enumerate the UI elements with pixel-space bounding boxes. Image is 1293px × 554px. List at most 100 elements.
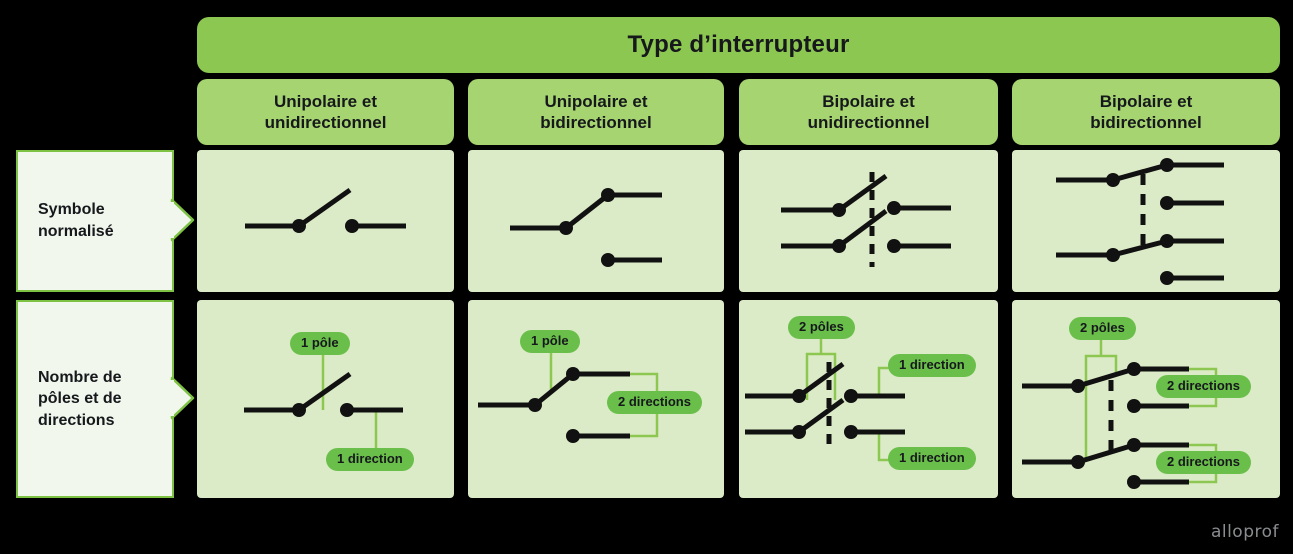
terminal-node-throw-bottom [844,425,858,439]
column-header-line2: unidirectionnel [807,113,930,132]
symbol-cell-dpdt [1012,150,1280,292]
terminal-node-throw [345,219,359,233]
switch-blade-top [797,361,845,399]
symbol-cell-spdt [468,150,724,292]
row-label-line3: directions [38,411,115,429]
terminal-node-throw [340,403,354,417]
row-label-symbole-normalise: Symbole normalisé [16,150,174,292]
terminal-node-throw-bottom-1 [1160,234,1174,248]
row-label-line1: Symbole [38,201,105,219]
connector-direction-top [877,366,891,396]
pill-1-direction-bottom: 1 direction [888,447,976,471]
switch-blade-top [1112,162,1168,183]
terminal-node-throw-top-2 [1160,196,1174,210]
column-header-line1: Unipolaire et [274,91,377,111]
switch-blade-bottom [1077,442,1135,465]
terminal-node-pivot-top [792,389,806,403]
terminal-node-pivot-bottom [1071,455,1085,469]
switch-blade-top [837,173,888,213]
pill-2-directions: 2 directions [607,391,702,415]
switch-blade-bottom [1112,238,1168,258]
annotated-cell-dpdt: 2 pôles 2 directions 2 directions [1012,300,1280,498]
row-label-line1: Nombre de [38,368,122,386]
switch-symbol-spdt [510,188,662,267]
pill-1-pole: 1 pôle [290,332,350,356]
row-label-nombre-poles-directions: Nombre de pôles et de directions [16,300,174,498]
terminal-node-pivot-bottom [832,239,846,253]
switch-blade [533,372,575,407]
terminal-node-pivot-bottom [792,425,806,439]
column-header-line1: Bipolaire et [822,91,915,111]
symbol-cell-dpst [739,150,998,292]
column-header-unipolaire-bidirectionnel: Unipolaire et bidirectionnel [468,79,724,145]
pill-1-pole: 1 pôle [520,330,580,354]
terminal-node-throw-top [566,367,580,381]
terminal-node-pivot-top [832,203,846,217]
column-header-line2: bidirectionnel [540,113,652,132]
pill-2-poles: 2 pôles [1069,317,1136,341]
column-header-line2: unidirectionnel [264,113,387,132]
terminal-node-throw-top [844,389,858,403]
row-label-pointer-icon [168,198,195,242]
row-label-pointer-icon [168,376,195,420]
pill-2-directions-bottom: 2 directions [1156,451,1251,475]
column-header-line1: Bipolaire et [1099,91,1193,111]
terminal-node-throw-bottom-1 [1127,438,1141,452]
column-header-text: Unipolaire et bidirectionnel [540,91,651,134]
switch-symbol-dpdt [1056,158,1224,285]
terminal-node-pivot [559,221,573,235]
switch-symbol-spst [245,187,406,233]
terminal-node-throw-top-1 [1160,158,1174,172]
diagram-title: Type d’interrupteur [627,31,850,58]
row-label-line2: normalisé [38,223,114,240]
column-header-unipolaire-unidirectionnel: Unipolaire et unidirectionnel [197,79,454,145]
terminal-node-throw-bottom-2 [1160,271,1174,285]
switch-blade [297,187,352,229]
pill-1-direction: 1 direction [326,448,414,472]
symbol-cell-spst [197,150,454,292]
terminal-node-pivot-bottom [1106,248,1120,262]
connector-direction-bottom [877,432,891,462]
terminal-node-pivot [528,398,542,412]
alloprof-logo: alloprof [1210,522,1279,542]
column-header-bipolaire-bidirectionnel: Bipolaire et bidirectionnel [1012,79,1280,145]
terminal-node-throw-bottom-2 [1127,475,1141,489]
annotated-switch-dpst [745,338,905,462]
annotated-switch-spdt [478,352,668,443]
terminal-node-throw-top [601,188,615,202]
terminal-node-throw-top [887,201,901,215]
column-header-text: Unipolaire et unidirectionnel [265,91,387,134]
annotated-cell-spst: 1 pôle 1 direction [197,300,454,498]
switch-blade-top [1077,366,1135,389]
switch-blade-bottom [837,208,888,249]
terminal-node-pivot-top [1106,173,1120,187]
terminal-node-throw-bottom [601,253,615,267]
terminal-node-pivot [292,219,306,233]
switch-blade [564,193,610,230]
terminal-node-throw-top-2 [1127,399,1141,413]
pill-1-direction-top: 1 direction [888,354,976,378]
diagram-title-banner: Type d’interrupteur [197,17,1280,73]
annotated-switch-dpdt [1022,338,1218,489]
row-label-line2: pôles et de [38,390,122,408]
terminal-node-pivot [292,403,306,417]
column-header-text: Bipolaire et unidirectionnel [808,91,930,134]
column-header-text: Bipolaire et bidirectionnel [1090,91,1201,134]
annotated-cell-spdt: 1 pôle 2 directions [468,300,724,498]
terminal-node-throw-bottom [566,429,580,443]
column-header-line1: Unipolaire et [544,91,648,111]
row-label-text: Nombre de pôles et de directions [18,367,122,432]
row-label-text: Symbole normalisé [18,199,114,242]
column-header-bipolaire-unidirectionnel: Bipolaire et unidirectionnel [739,79,998,145]
terminal-node-pivot-top [1071,379,1085,393]
annotated-switch-spst [244,354,403,458]
terminal-node-throw-top-1 [1127,362,1141,376]
pill-2-poles: 2 pôles [788,316,855,340]
terminal-node-throw-bottom [887,239,901,253]
switch-symbol-dpst [781,172,951,267]
annotated-cell-dpst: 2 pôles 1 direction 1 direction [739,300,998,498]
pill-2-directions-top: 2 directions [1156,375,1251,399]
switch-blade [297,371,352,413]
column-header-line2: bidirectionnel [1090,113,1202,132]
